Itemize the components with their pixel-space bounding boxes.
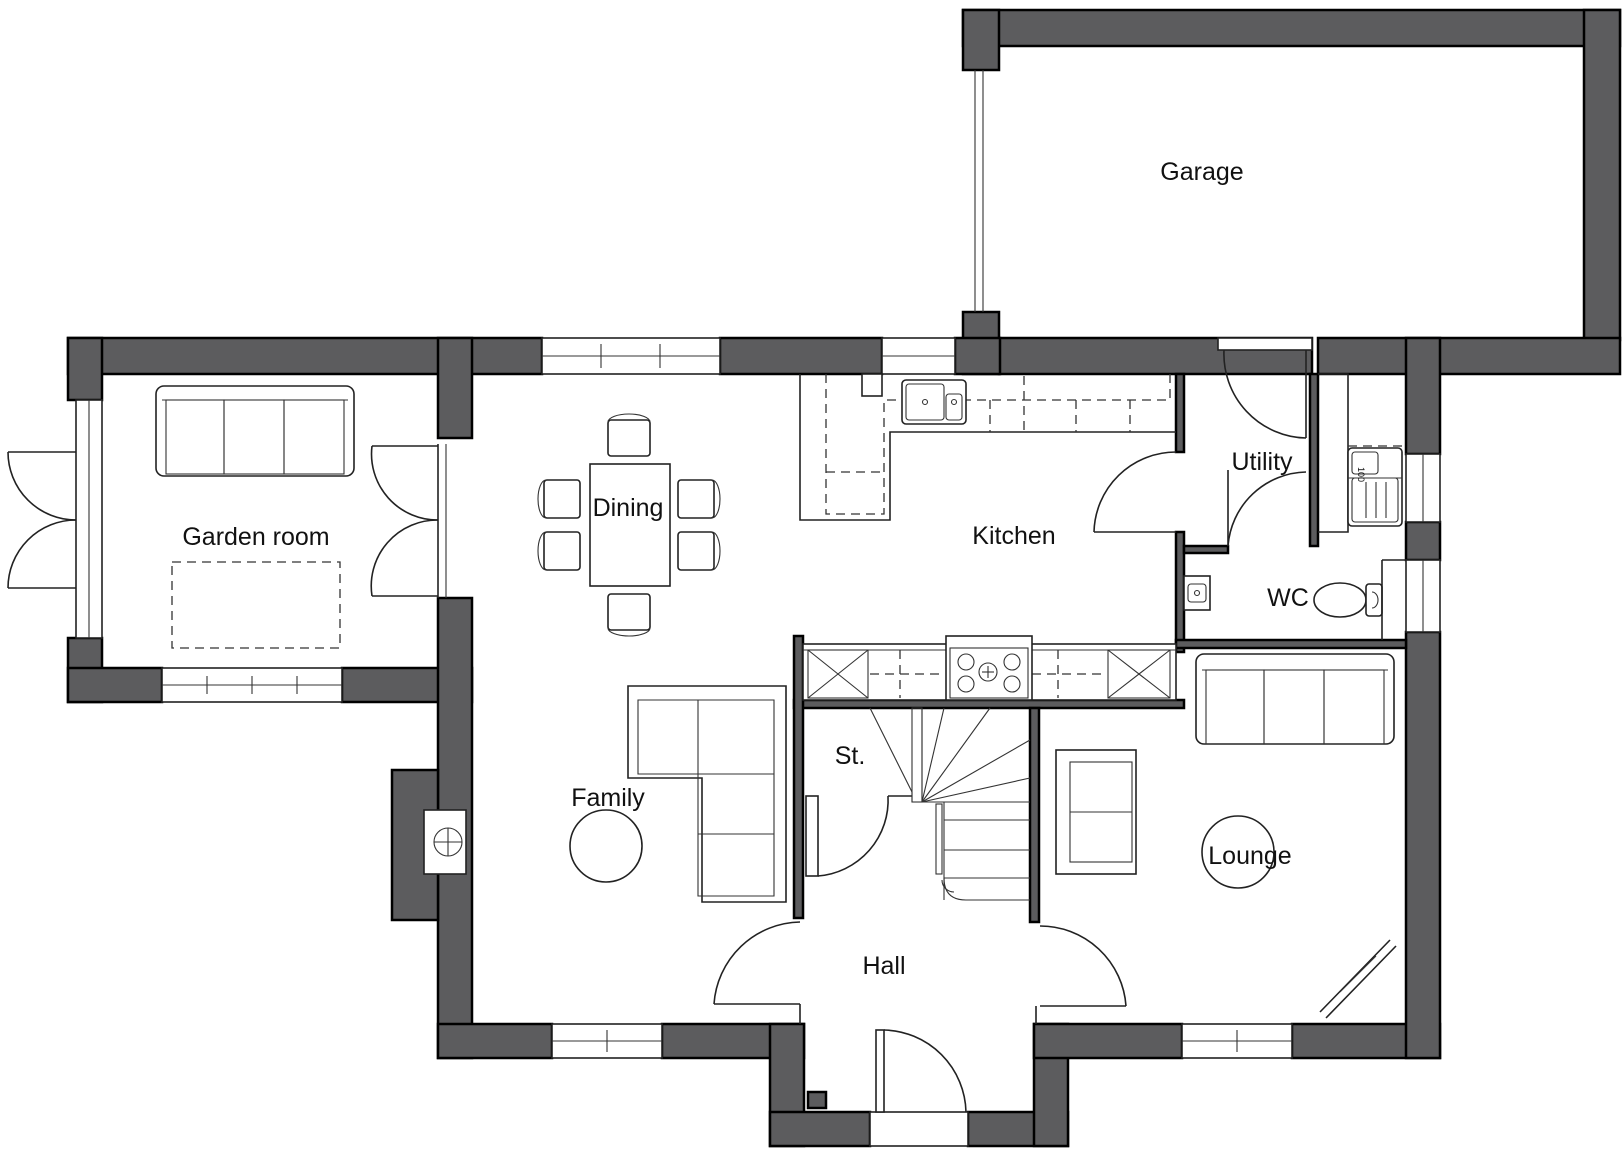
wall-garage-top <box>961 8 1622 48</box>
wall-right-upper <box>1404 336 1442 456</box>
wall-garden-stub <box>436 336 474 440</box>
sofa-garden <box>155 385 355 477</box>
cylinder-label: 100 <box>1356 467 1366 482</box>
dining-table <box>589 463 671 587</box>
wall-garage-bottom-right <box>1316 336 1622 376</box>
tv-icon <box>1319 939 1397 1019</box>
door-family-hall <box>713 921 801 1024</box>
fireplace-icon <box>423 809 467 875</box>
kitchen-sink <box>901 379 967 425</box>
coffee-table-lounge <box>1201 815 1275 889</box>
sofa-lounge <box>1195 653 1395 745</box>
walls <box>66 8 1622 1148</box>
door-utility-external <box>1217 337 1313 439</box>
partition-stairs-left <box>792 634 805 920</box>
partition-kitchen-utility <box>1174 372 1186 454</box>
doors <box>7 337 1313 1147</box>
coffee-table-family <box>569 809 643 883</box>
label-dining: Dining <box>593 494 664 522</box>
staircase <box>869 707 1031 901</box>
door-store <box>805 795 912 877</box>
wall-top-kitchen <box>953 336 1002 376</box>
wc-basin <box>1183 575 1211 611</box>
label-kitchen: Kitchen <box>972 522 1055 550</box>
label-garage: Garage <box>1160 158 1243 186</box>
dining-chairs <box>537 413 721 637</box>
label-family: Family <box>571 784 645 812</box>
wall-garden-left-top <box>66 336 104 402</box>
partition-kitchen-stairs <box>792 698 1186 710</box>
partition-utility-cabinet <box>1308 372 1320 548</box>
room-labels: Garage Garden room Dining Kitchen Utilit… <box>182 158 1308 980</box>
partition-utility-wc <box>1182 544 1230 555</box>
wall-right-mid <box>1404 520 1442 562</box>
door-garden-internal <box>370 444 447 598</box>
wall-top-mid <box>718 336 884 376</box>
partition-wc-lounge <box>1174 638 1408 650</box>
partition-stairs-right <box>1028 706 1041 924</box>
wall-garage-left-upper <box>961 8 1001 72</box>
kitchen-units <box>799 373 1177 701</box>
wall-bottom-family <box>436 1022 554 1060</box>
wall-garage-right <box>1582 8 1622 342</box>
door-wc <box>1227 470 1307 547</box>
label-garden-room: Garden room <box>182 523 329 551</box>
wall-bottom-lounge <box>1032 1022 1184 1060</box>
windows <box>75 70 1441 1059</box>
label-store: St. <box>835 742 866 770</box>
armchair-lounge <box>1055 749 1137 875</box>
door-lounge-hall <box>1035 925 1127 1024</box>
label-wc: WC <box>1267 584 1309 612</box>
cabinet-right <box>1107 649 1171 699</box>
wall-right-lower <box>1404 630 1442 1060</box>
toilet-icon <box>1313 582 1383 618</box>
door-garden-french <box>7 451 77 589</box>
wall-garden-bottom-left <box>66 666 164 704</box>
label-utility: Utility <box>1231 448 1293 476</box>
door-front <box>806 1029 969 1147</box>
wall-hall-bottom-left <box>768 1110 872 1148</box>
utility-sink <box>1347 447 1403 527</box>
label-lounge: Lounge <box>1208 842 1291 870</box>
hob-icon <box>945 635 1033 701</box>
furniture <box>155 385 1397 1019</box>
rug-garden <box>171 561 341 649</box>
cabinet-left <box>807 649 869 699</box>
sofa-family <box>627 685 787 903</box>
door-kitchen-utility <box>1093 451 1177 533</box>
utility-fixtures: 100 <box>1183 373 1406 640</box>
label-hall: Hall <box>862 952 905 980</box>
